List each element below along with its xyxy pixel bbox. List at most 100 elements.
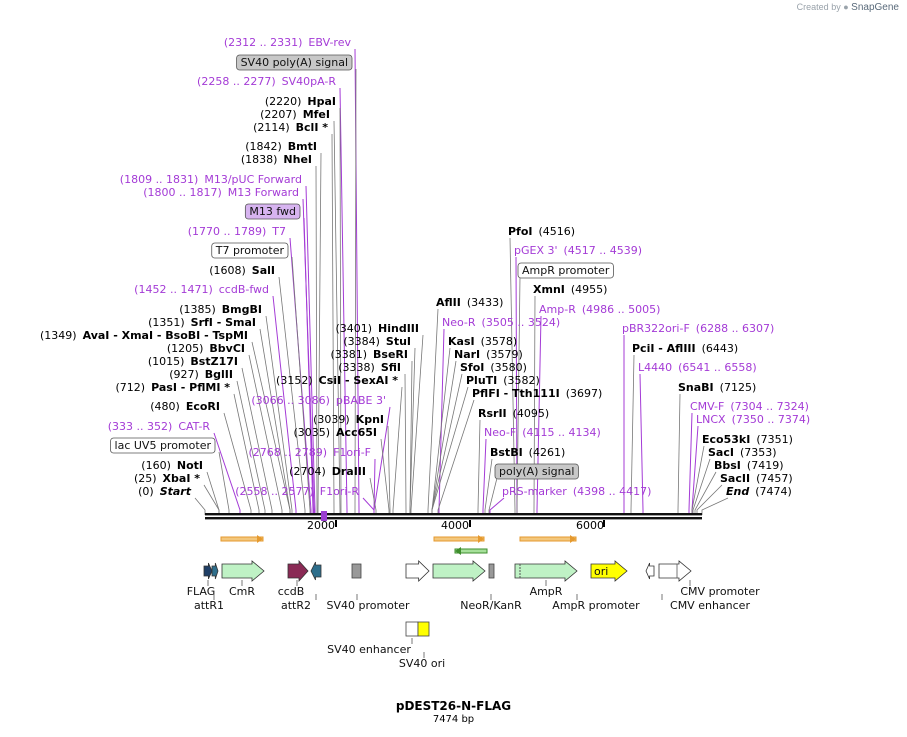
label-box: [236, 54, 353, 71]
label-position: (1349): [40, 329, 77, 342]
backbone-top-strand: [205, 513, 702, 516]
label-position: (4261): [529, 446, 566, 459]
label-position: (3578): [481, 335, 518, 348]
label-ecori: (480)EcoRI: [150, 400, 220, 413]
label-box: [244, 203, 301, 220]
label-position: (3505 .. 3524): [482, 316, 561, 329]
label-position: (2704): [289, 465, 326, 478]
label-bmgbi: (1385)BmgBI: [179, 303, 262, 316]
label-position: (4095): [513, 407, 550, 420]
label-name: T7: [271, 225, 286, 238]
label-bstz17i: (1015)BstZ17I: [148, 355, 238, 368]
leader-line-nhei: [315, 165, 318, 515]
label-name: StuI: [386, 335, 411, 348]
feature-cmr-glyph: [221, 560, 265, 582]
label-name: CMV-F: [690, 400, 724, 413]
label-m13-fwd: M13 fwd: [244, 203, 301, 220]
orf-arrow-neo: [433, 535, 485, 543]
label-bglii: (927)BglII: [169, 368, 233, 381]
label-nari: NarI(3579): [454, 348, 523, 361]
leader-line-bstbi: [484, 458, 493, 515]
label-name: SnaBI: [678, 381, 714, 394]
label-avai-xmai-bsobi-tspmi: (1349)AvaI - XmaI - BsoBI - TspMI: [40, 329, 248, 342]
label-position: (927): [169, 368, 199, 381]
label-position: (3401): [335, 322, 372, 335]
ruler-label: 4000: [441, 519, 469, 532]
label-name: SrfI - SmaI: [191, 316, 256, 329]
plasmid-name: pDEST26-N-FLAG: [395, 699, 512, 713]
label-xmni: XmnI(4955): [533, 283, 607, 296]
label-position: (1452 .. 1471): [134, 283, 213, 296]
label-name: Acc65I: [336, 426, 377, 439]
label-position: (7125): [720, 381, 757, 394]
leader-line-csii-sexai: [392, 386, 403, 515]
label-name: SV40pA-R: [282, 75, 337, 88]
label-m13-puc-forward: (1809 .. 1831)M13/pUC Forward: [120, 173, 302, 186]
label-position: (3433): [467, 296, 504, 309]
label-position: (3152): [276, 374, 313, 387]
label-rsrii: RsrII(4095): [478, 407, 549, 420]
ruler-label: 2000: [307, 519, 335, 532]
label-cmv-f: CMV-F(7304 .. 7324): [690, 400, 809, 413]
label-pcii-afliii: PciI - AflIII(6443): [632, 342, 738, 355]
label-saci: SacI(7353): [708, 446, 777, 459]
feature-sv40-promoter-glyph: [351, 563, 362, 579]
label-name: BbsI: [714, 459, 741, 472]
label-name: ccdB-fwd: [219, 283, 269, 296]
label-pgex-3: pGEX 3'(4517 .. 4539): [514, 244, 642, 257]
feature-label-attr1: attR1: [194, 599, 224, 612]
label-position: (3579): [486, 348, 523, 361]
label-position: (3384): [343, 335, 380, 348]
backbone-bottom-strand: [205, 517, 702, 520]
label-name: BstBI: [490, 446, 523, 459]
label-name: M13 Forward: [228, 186, 299, 199]
label-name: LNCX: [696, 413, 726, 426]
label-l4440: L4440(6541 .. 6558): [638, 361, 757, 374]
label-position: (7457): [756, 472, 793, 485]
label-bbvci: (1205)BbvCI: [167, 342, 245, 355]
label-position: (3066 .. 3086): [251, 394, 330, 407]
label-draiii: (2704) DraIII: [289, 465, 366, 478]
feature-label-neor-kanr: NeoR/KanR: [460, 599, 522, 612]
label-position: (4986 .. 5005): [582, 303, 661, 316]
label-position: (6288 .. 6307): [696, 322, 775, 335]
label-name: DraIII: [332, 465, 366, 478]
feature-ori-inline-label: ori: [594, 565, 608, 578]
label-xbai: (25)XbaI *: [134, 472, 200, 485]
label-name: pBR322ori-F: [622, 322, 690, 335]
label-position: (160): [141, 459, 171, 472]
label-box: [211, 242, 289, 259]
label-name: End: [726, 485, 749, 498]
label-sfoi: SfoI(3580): [460, 361, 527, 374]
label-noti: (160) NotI: [141, 459, 203, 472]
label-bseri: (3381)BseRI: [330, 348, 408, 361]
label-eco53ki: Eco53kI(7351): [702, 433, 793, 446]
ruler-label: 6000: [576, 519, 604, 532]
label-position: (333 .. 352): [108, 420, 173, 433]
label-bbsi: BbsI(7419): [714, 459, 783, 472]
label-position: (7474): [755, 485, 792, 498]
label-lncx: LNCX(7350 .. 7374): [696, 413, 810, 426]
label-sacii: SacII(7457): [720, 472, 793, 485]
label-position: (3381): [330, 348, 367, 361]
label-position: (3580): [490, 361, 527, 374]
feature-label-flag: FLAG: [187, 585, 216, 598]
feature-label-text: lac UV5 promoter: [115, 439, 212, 452]
label-position: (7353): [740, 446, 777, 459]
feature-sv40-ori-glyph: [417, 621, 430, 637]
label-kasi: KasI(3578): [448, 335, 517, 348]
label-hindiii: (3401)HindIII: [335, 322, 419, 335]
label-position: (1385): [179, 303, 216, 316]
label-neo-f: Neo-F(4115 .. 4134): [484, 426, 601, 439]
label-csii-sexai: (3152)CsiI - SexAI *: [276, 374, 398, 387]
label-name: NotI: [177, 459, 203, 472]
feature-label-cmr: CmR: [229, 585, 255, 598]
label-name: MfeI: [303, 108, 330, 121]
label-position: (0): [138, 485, 154, 498]
label-name: XbaI *: [163, 472, 201, 485]
label-position: (6443): [702, 342, 739, 355]
label-position: (4517 .. 4539): [564, 244, 643, 257]
leader-line-bseri: [409, 360, 413, 515]
label-position: (7351): [756, 433, 793, 446]
